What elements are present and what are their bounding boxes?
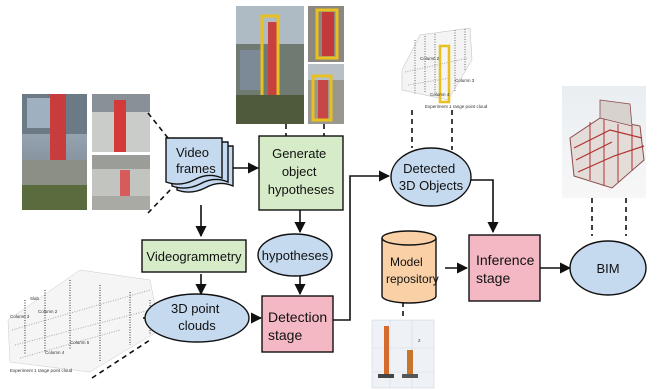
svg-text:Column 2: Column 2	[38, 309, 58, 314]
repository-model-thumbnail: 2	[371, 319, 435, 389]
point-clouds-node[interactable]: 3D point clouds	[144, 293, 250, 343]
svg-text:Column 4: Column 4	[430, 92, 450, 97]
inference-stage-label: Inference stage	[476, 252, 538, 286]
svg-text:Column 5: Column 5	[70, 340, 90, 345]
svg-text:Column 3: Column 3	[455, 78, 475, 83]
bim-node[interactable]: BIM	[569, 240, 647, 296]
svg-text:Column 4: Column 4	[45, 350, 65, 355]
bim-label: BIM	[596, 261, 619, 276]
hypotheses-label: hypotheses	[262, 248, 329, 263]
flow-arrows	[195, 162, 572, 324]
videogrammetry-node[interactable]: Videogrammetry	[141, 239, 247, 273]
svg-text:Column 3: Column 3	[10, 314, 30, 319]
detected-cloud-thumbnail: Experiment 1 range point cloud Column 2 …	[401, 27, 488, 109]
svg-text:Column 2: Column 2	[420, 56, 440, 61]
svg-text:2: 2	[418, 338, 421, 343]
point-cloud-thumbnail: Slab Column 2 Column 3 Column 5 Column 4…	[7, 269, 161, 373]
svg-text:Experiment 1 range point cloud: Experiment 1 range point cloud	[10, 368, 73, 373]
video-frames-node[interactable]: Video frames	[165, 137, 234, 193]
videogrammetry-label: Videogrammetry	[146, 249, 242, 264]
svg-text:Experiment 1 range point cloud: Experiment 1 range point cloud	[425, 104, 488, 109]
hypothesis-photos	[236, 6, 344, 124]
video-frames-label: Video frames	[176, 145, 216, 176]
generate-hypotheses-label: Generate object hypotheses	[268, 146, 335, 197]
inference-stage-node[interactable]: Inference stage	[468, 234, 541, 302]
bim-model-thumbnail	[562, 86, 646, 198]
generate-hypotheses-node[interactable]: Generate object hypotheses	[258, 135, 344, 211]
detected-objects-node[interactable]: Detected 3D Objects	[390, 147, 472, 207]
dashed-leaders	[91, 110, 627, 379]
video-photo-collage	[22, 94, 150, 210]
model-repository-label: Model repository	[386, 255, 439, 286]
hypotheses-node[interactable]: hypotheses	[257, 233, 333, 277]
detection-stage-node[interactable]: Detection stage	[261, 295, 334, 353]
detection-stage-label: Detection stage	[268, 309, 331, 343]
svg-text:Slab: Slab	[30, 296, 40, 301]
detected-objects-label: Detected 3D Objects	[399, 161, 464, 193]
model-repository-node[interactable]: Model repository	[381, 230, 439, 304]
point-clouds-label: 3D point clouds	[171, 301, 223, 333]
